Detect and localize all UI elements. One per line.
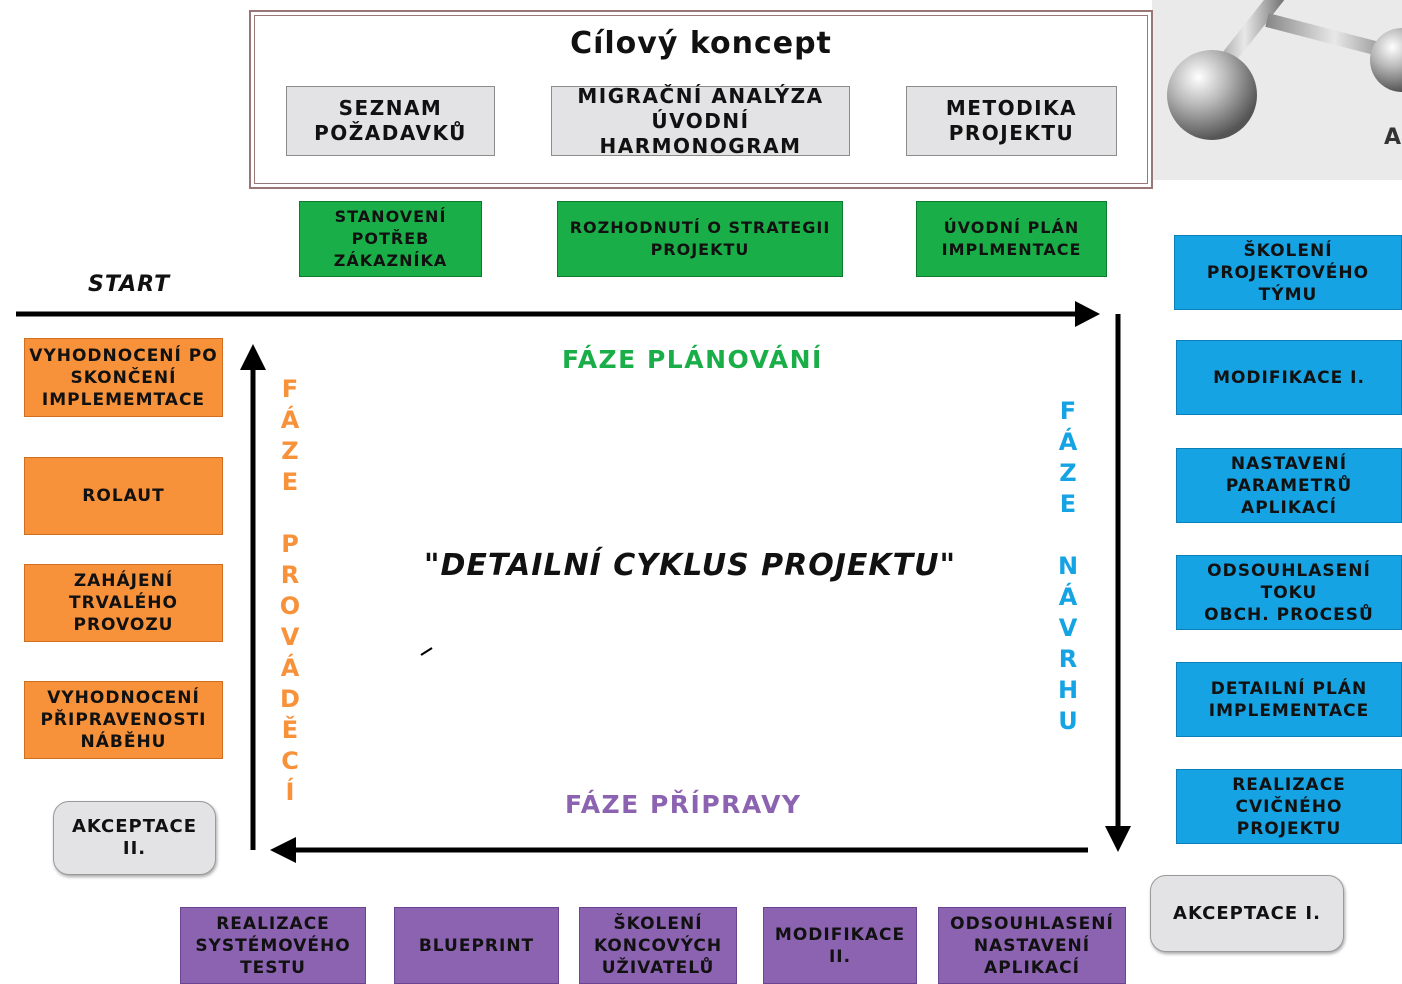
orange-box-readiness: VYHODNOCENÍ PŘIPRAVENOSTI NÁBĚHU xyxy=(24,681,223,759)
green-box-initial-plan: ÚVODNÍ PLÁN IMPLMENTACE xyxy=(916,201,1107,277)
purple-box-modification-2: MODIFIKACE II. xyxy=(763,907,917,984)
purple-box-blueprint: BLUEPRINT xyxy=(394,907,559,984)
target-concept-title: Cílový koncept xyxy=(570,26,832,61)
top-box-methodology: METODIKA PROJEKTU xyxy=(906,86,1117,156)
logo-letter: A xyxy=(1384,125,1401,150)
phase-execution-label: F Á Z E P R O V Á D Ě C Í xyxy=(279,375,301,806)
start-label: START xyxy=(88,272,171,297)
orange-box-operation-start: ZAHÁJENÍ TRVALÉHO PROVOZU xyxy=(24,564,223,642)
purple-box-end-user-training: ŠKOLENÍ KONCOVÝCH UŽIVATELŮ xyxy=(579,907,737,984)
phase-design-label: F Á Z E N Á V R H U xyxy=(1057,397,1079,735)
green-box-needs: STANOVENÍ POTŘEB ZÁKAZNÍKA xyxy=(299,201,482,277)
arrow-top-head xyxy=(1075,301,1100,327)
orange-box-rollout: ROLAUT xyxy=(24,457,223,535)
molecule-logo: A xyxy=(1152,0,1402,180)
arrow-right-head xyxy=(1105,826,1131,852)
phase-preparation-label: FÁZE PŘÍPRAVY xyxy=(565,790,802,819)
blue-box-practice-project: REALIZACE CVIČNÉHO PROJEKTU xyxy=(1176,769,1402,844)
blue-box-modification-1: MODIFIKACE I. xyxy=(1176,340,1402,415)
top-box-requirements: SEZNAM POŽADAVKŮ xyxy=(286,86,495,156)
acceptance-2-box: AKCEPTACE II. xyxy=(53,801,216,875)
center-cycle-label: "DETAILNÍ CYKLUS PROJEKTU" xyxy=(423,548,957,583)
target-concept-frame xyxy=(249,10,1153,189)
blue-box-process-flow: ODSOUHLASENÍ TOKU OBCH. PROCESŮ xyxy=(1176,555,1402,630)
green-box-strategy: ROZHODNUTÍ O STRATEGII PROJEKTU xyxy=(557,201,843,277)
top-box-migration: MIGRAČNÍ ANALÝZA ÚVODNÍ HARMONOGRAM xyxy=(551,84,850,158)
arrow-bottom-head xyxy=(270,837,296,863)
stray-mark xyxy=(420,647,433,656)
acceptance-1-box: AKCEPTACE I. xyxy=(1150,875,1344,952)
purple-box-settings-approval: ODSOUHLASENÍ NASTAVENÍ APLIKACÍ xyxy=(938,907,1126,984)
phase-planning-label: FÁZE PLÁNOVÁNÍ xyxy=(562,345,823,374)
blue-box-team-training: ŠKOLENÍ PROJEKTOVÉHO TÝMU xyxy=(1174,235,1402,310)
blue-box-app-params: NASTAVENÍ PARAMETRŮ APLIKACÍ xyxy=(1176,448,1402,523)
arrow-left-head xyxy=(240,344,266,370)
orange-box-post-evaluation: VYHODNOCENÍ PO SKONČENÍ IMPLEMEMTACE xyxy=(24,338,223,417)
purple-box-system-test: REALIZACE SYSTÉMOVÉHO TESTU xyxy=(180,907,366,984)
blue-box-detailed-plan: DETAILNÍ PLÁN IMPLEMENTACE xyxy=(1176,662,1402,737)
